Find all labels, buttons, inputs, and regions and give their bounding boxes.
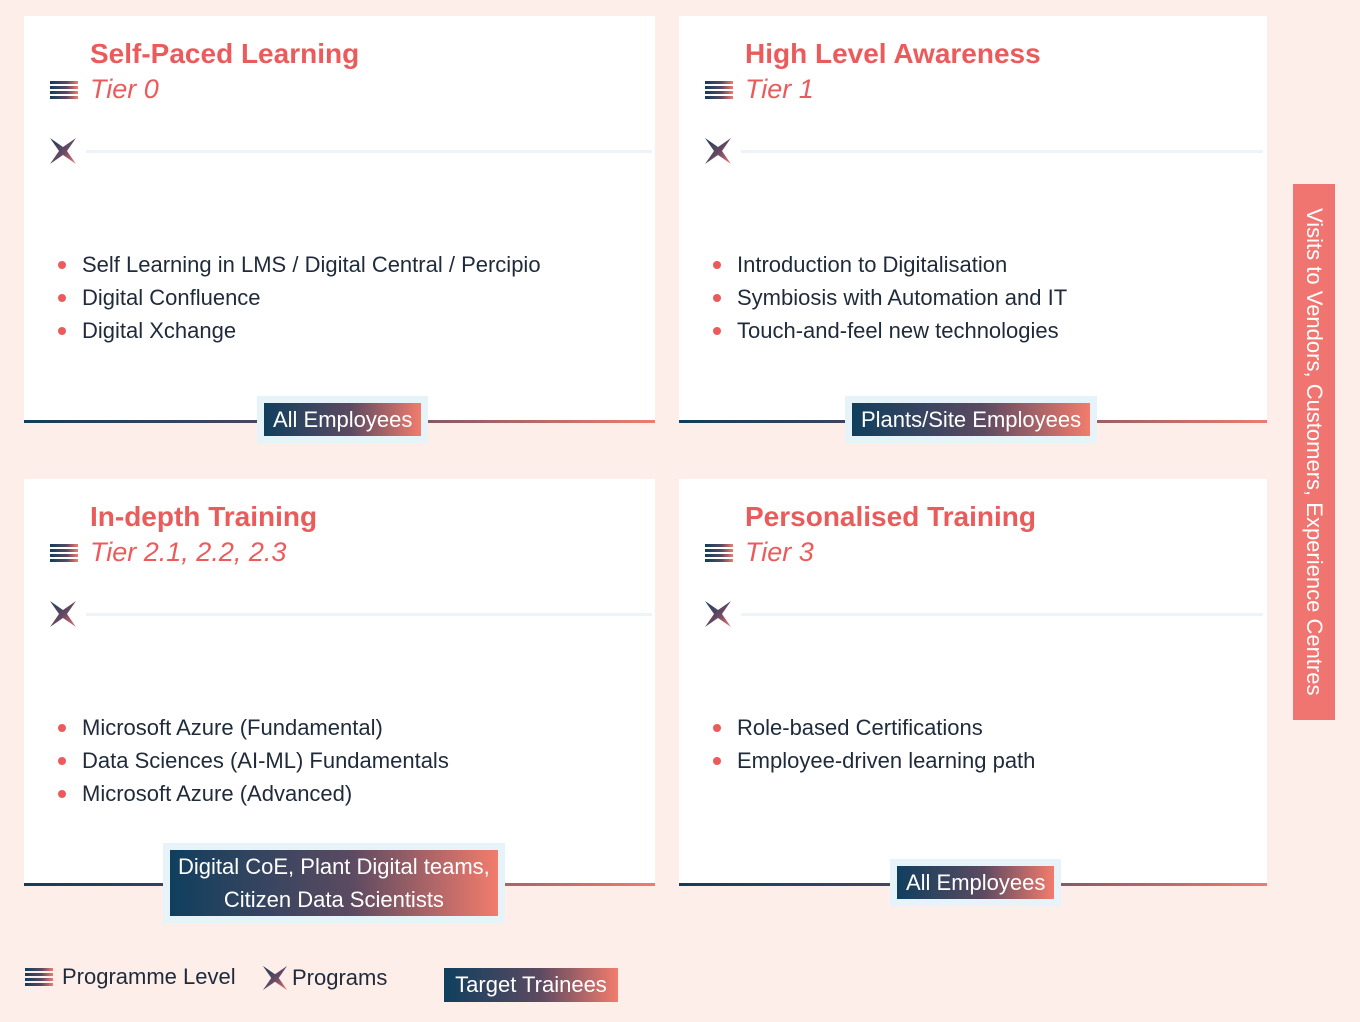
side-panel-label: Visits to Vendors, Customers, Experience… bbox=[1302, 208, 1327, 696]
legend-programs: Programs bbox=[261, 964, 387, 992]
program-list: Self Learning in LMS / Digital Central /… bbox=[58, 248, 541, 347]
target-trainees-label: Digital CoE, Plant Digital teams, Citize… bbox=[170, 850, 498, 916]
programs-divider bbox=[86, 612, 652, 616]
side-panel-visits: Visits to Vendors, Customers, Experience… bbox=[1293, 184, 1335, 720]
list-item: Data Sciences (AI-ML) Fundamentals bbox=[58, 744, 449, 777]
programme-level-icon bbox=[25, 968, 53, 986]
tier-row: Tier 0 bbox=[50, 74, 159, 105]
program-list: Introduction to Digitalisation Symbiosis… bbox=[713, 248, 1067, 347]
programs-star-icon bbox=[262, 965, 288, 991]
card-personalised-training: Personalised Training Tier 3 Role-based … bbox=[679, 479, 1267, 885]
programs-star-icon bbox=[705, 138, 731, 164]
program-list: Role-based Certifications Employee-drive… bbox=[713, 711, 1035, 777]
list-item: Touch-and-feel new technologies bbox=[713, 314, 1067, 347]
legend-label: Programs bbox=[292, 965, 388, 990]
tier-label: Tier 3 bbox=[745, 537, 814, 567]
card-title: In-depth Training bbox=[90, 501, 318, 532]
card-in-depth-training: In-depth Training Tier 2.1, 2.2, 2.3 Mic… bbox=[24, 479, 655, 885]
target-trainees-badge: Digital CoE, Plant Digital teams, Citize… bbox=[163, 843, 505, 923]
tier-row: Tier 1 bbox=[705, 74, 814, 105]
programs-star-icon bbox=[50, 601, 76, 627]
list-item: Introduction to Digitalisation bbox=[713, 248, 1067, 281]
card-title: Personalised Training bbox=[745, 501, 1036, 532]
programme-level-icon bbox=[50, 80, 78, 99]
target-trainees-label: All Employees bbox=[264, 403, 422, 436]
programs-divider bbox=[86, 149, 652, 153]
card-title: High Level Awareness bbox=[745, 38, 1041, 69]
programs-divider bbox=[741, 149, 1263, 153]
programs-row bbox=[703, 599, 1263, 629]
list-item: Microsoft Azure (Fundamental) bbox=[58, 711, 449, 744]
card-title: Self-Paced Learning bbox=[90, 38, 360, 69]
card-self-paced-learning: Self-Paced Learning Tier 0 Self Learning… bbox=[24, 16, 655, 422]
target-trainees-label: Plants/Site Employees bbox=[852, 403, 1091, 436]
target-line: Digital CoE, Plant Digital teams, bbox=[178, 854, 490, 879]
list-item: Digital Xchange bbox=[58, 314, 541, 347]
programs-row bbox=[703, 136, 1263, 166]
tier-label: Tier 2.1, 2.2, 2.3 bbox=[90, 537, 287, 567]
list-item: Role-based Certifications bbox=[713, 711, 1035, 744]
list-item: Self Learning in LMS / Digital Central /… bbox=[58, 248, 541, 281]
list-item: Microsoft Azure (Advanced) bbox=[58, 777, 449, 810]
list-item: Digital Confluence bbox=[58, 281, 541, 314]
programme-level-icon bbox=[705, 80, 733, 99]
legend-target-trainees: Target Trainees bbox=[444, 968, 618, 1002]
target-trainees-badge: Plants/Site Employees bbox=[845, 396, 1098, 443]
programs-divider bbox=[741, 612, 1263, 616]
target-line: Citizen Data Scientists bbox=[223, 887, 444, 912]
card-high-level-awareness: High Level Awareness Tier 1 Introduction… bbox=[679, 16, 1267, 422]
tier-row: Tier 2.1, 2.2, 2.3 bbox=[50, 537, 286, 568]
target-trainees-label: All Employees bbox=[897, 866, 1055, 899]
programme-level-icon bbox=[705, 543, 733, 562]
target-trainees-badge: All Employees bbox=[890, 859, 1062, 906]
programs-star-icon bbox=[705, 601, 731, 627]
tier-label: Tier 1 bbox=[745, 74, 814, 104]
programme-level-icon bbox=[50, 543, 78, 562]
programs-row bbox=[48, 599, 652, 629]
programs-row bbox=[48, 136, 652, 166]
target-trainees-badge: All Employees bbox=[257, 396, 429, 443]
tier-row: Tier 3 bbox=[705, 537, 814, 568]
legend-programme-level: Programme Level bbox=[25, 964, 236, 990]
legend-label: Programme Level bbox=[62, 964, 236, 989]
programs-star-icon bbox=[50, 138, 76, 164]
tier-label: Tier 0 bbox=[90, 74, 159, 104]
program-list: Microsoft Azure (Fundamental) Data Scien… bbox=[58, 711, 449, 810]
list-item: Employee-driven learning path bbox=[713, 744, 1035, 777]
list-item: Symbiosis with Automation and IT bbox=[713, 281, 1067, 314]
